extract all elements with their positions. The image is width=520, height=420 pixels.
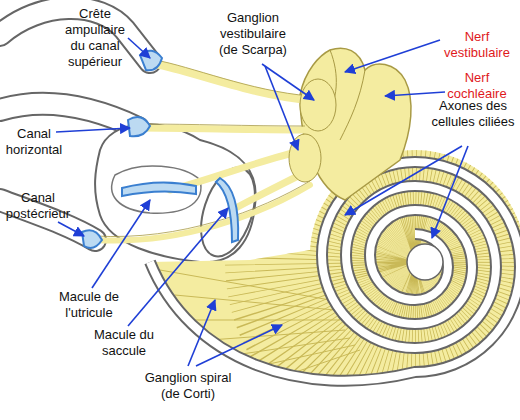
leader-line: [385, 92, 445, 96]
leader-line: [128, 208, 228, 326]
part-label: Ganglion vestibulaire (de Scarpa): [210, 10, 296, 58]
vestibular-ganglion-upper: [300, 79, 336, 131]
posterior-branch-edge: [95, 181, 310, 237]
part-label: Canal postécrieur: [2, 190, 74, 222]
leader-lines: [56, 38, 468, 366]
leader-line: [265, 66, 298, 150]
leader-line: [262, 64, 314, 100]
leader-line: [128, 38, 150, 58]
part-label: Nerf vestibulaire: [437, 29, 517, 61]
horizontal-canal-lumen: [0, 104, 138, 128]
part-label: Axones des cellules ciliées: [430, 98, 516, 130]
leader-line: [58, 222, 84, 236]
superior-crista: [140, 51, 162, 71]
part-label: Ganglion spiral (de Corti): [138, 370, 238, 402]
part-label: Macule du saccule: [84, 327, 164, 359]
utricular-macula: [122, 182, 196, 196]
horizontal-crista: [128, 117, 150, 136]
superior-branch-edge: [155, 60, 310, 96]
vestibular-branches: [95, 64, 310, 241]
leader-line: [56, 128, 130, 132]
sensory-epithelia: [82, 51, 238, 248]
branch-outlines: [95, 60, 310, 237]
leader-line: [196, 325, 282, 366]
leader-line: [345, 40, 440, 72]
leader-line: [188, 300, 215, 366]
part-label: Crête ampullaire du canal supérieur: [58, 6, 132, 70]
posterior-crista: [82, 230, 102, 248]
horizontal-branch: [140, 128, 305, 130]
part-label: Canal horizontal: [2, 126, 66, 158]
leader-line: [92, 200, 150, 288]
part-label: Nerf cochléaire: [437, 70, 517, 102]
horizontal-canal: [0, 104, 138, 128]
utricle: [112, 166, 201, 213]
cochlear-apex: [407, 244, 443, 280]
horizontal-branch-edge: [140, 124, 305, 126]
nerve-trunk: [300, 48, 411, 200]
part-label: Macule de l'utricule: [46, 289, 132, 321]
leader-line: [432, 146, 468, 238]
